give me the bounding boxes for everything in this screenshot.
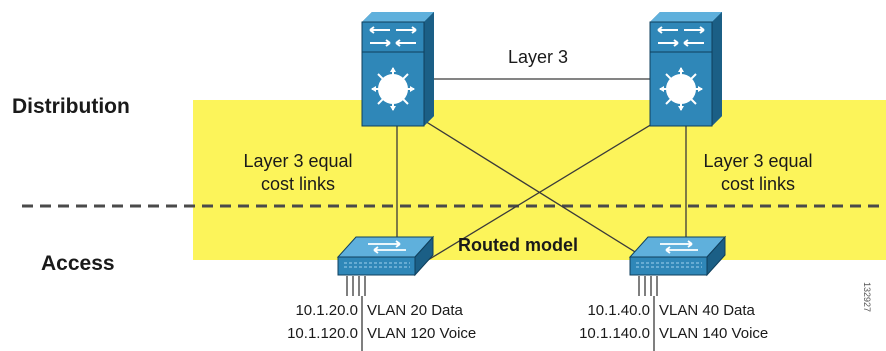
multilayer-switch-icon xyxy=(649,12,722,127)
distribution-label: Distribution xyxy=(12,95,130,118)
equal-cost-links-right: Layer 3 equal cost links xyxy=(703,151,813,194)
subnet-network: 10.1.120.0 xyxy=(287,325,358,342)
subnet-vlan: VLAN 40 Data xyxy=(659,302,755,319)
equal-cost-links-left: Layer 3 equal cost links xyxy=(243,151,353,194)
figure-id: 132927 xyxy=(862,282,872,313)
multilayer-switch-icon xyxy=(361,12,434,127)
workgroup-switch-icon xyxy=(336,235,435,277)
subnet-vlan: VLAN 140 Voice xyxy=(659,325,769,342)
subnet-vlan: VLAN 120 Voice xyxy=(367,325,477,342)
access-port-lines xyxy=(346,276,366,351)
subnet-vlan: VLAN 20 Data xyxy=(367,302,463,319)
layer3-link-label: Layer 3 xyxy=(508,47,569,67)
subnet-network: 10.1.40.0 xyxy=(587,302,650,319)
access-port-lines xyxy=(638,276,658,351)
routed-model-label: Routed model xyxy=(458,235,578,255)
access-label: Access xyxy=(41,252,115,275)
workgroup-switch-icon xyxy=(628,235,727,277)
subnet-network: 10.1.140.0 xyxy=(579,325,650,342)
uplink-left-cross xyxy=(419,117,649,261)
uplink-right-cross xyxy=(427,117,663,261)
subnet-network: 10.1.20.0 xyxy=(295,302,358,319)
routed-zone xyxy=(193,100,886,260)
